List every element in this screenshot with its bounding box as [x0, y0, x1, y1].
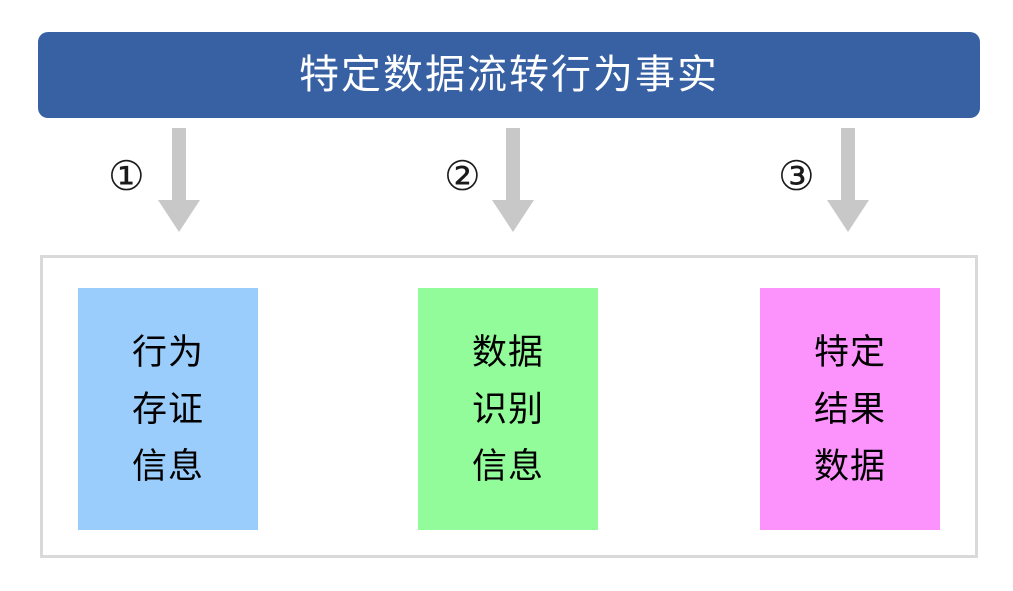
component-line: 行为 — [131, 332, 204, 372]
component-line: 数据 — [813, 446, 886, 486]
component-line: 信息 — [471, 446, 544, 486]
component-line: 数据 — [471, 332, 544, 372]
step-marker-2: ② — [444, 152, 481, 200]
diagram-title-banner: 特定数据流转行为事实 — [38, 32, 980, 118]
arrow-down-icon-2 — [492, 128, 534, 232]
component-line: 结果 — [813, 389, 886, 429]
component-line: 存证 — [131, 389, 204, 429]
component-line: 信息 — [131, 446, 204, 486]
arrow-down-icon-3 — [827, 128, 869, 232]
step-marker-1: ① — [108, 152, 145, 200]
component-box-behavior-evidence: 行为 存证 信息 — [78, 288, 258, 530]
arrow-down-icon-1 — [158, 128, 200, 232]
step-marker-3: ③ — [778, 152, 815, 200]
component-box-specific-result-data: 特定 结果 数据 — [760, 288, 940, 530]
component-box-data-identification: 数据 识别 信息 — [418, 288, 598, 530]
component-line: 识别 — [471, 389, 544, 429]
page-title: 特定数据流转行为事实 — [299, 53, 719, 97]
component-line: 特定 — [813, 332, 886, 372]
